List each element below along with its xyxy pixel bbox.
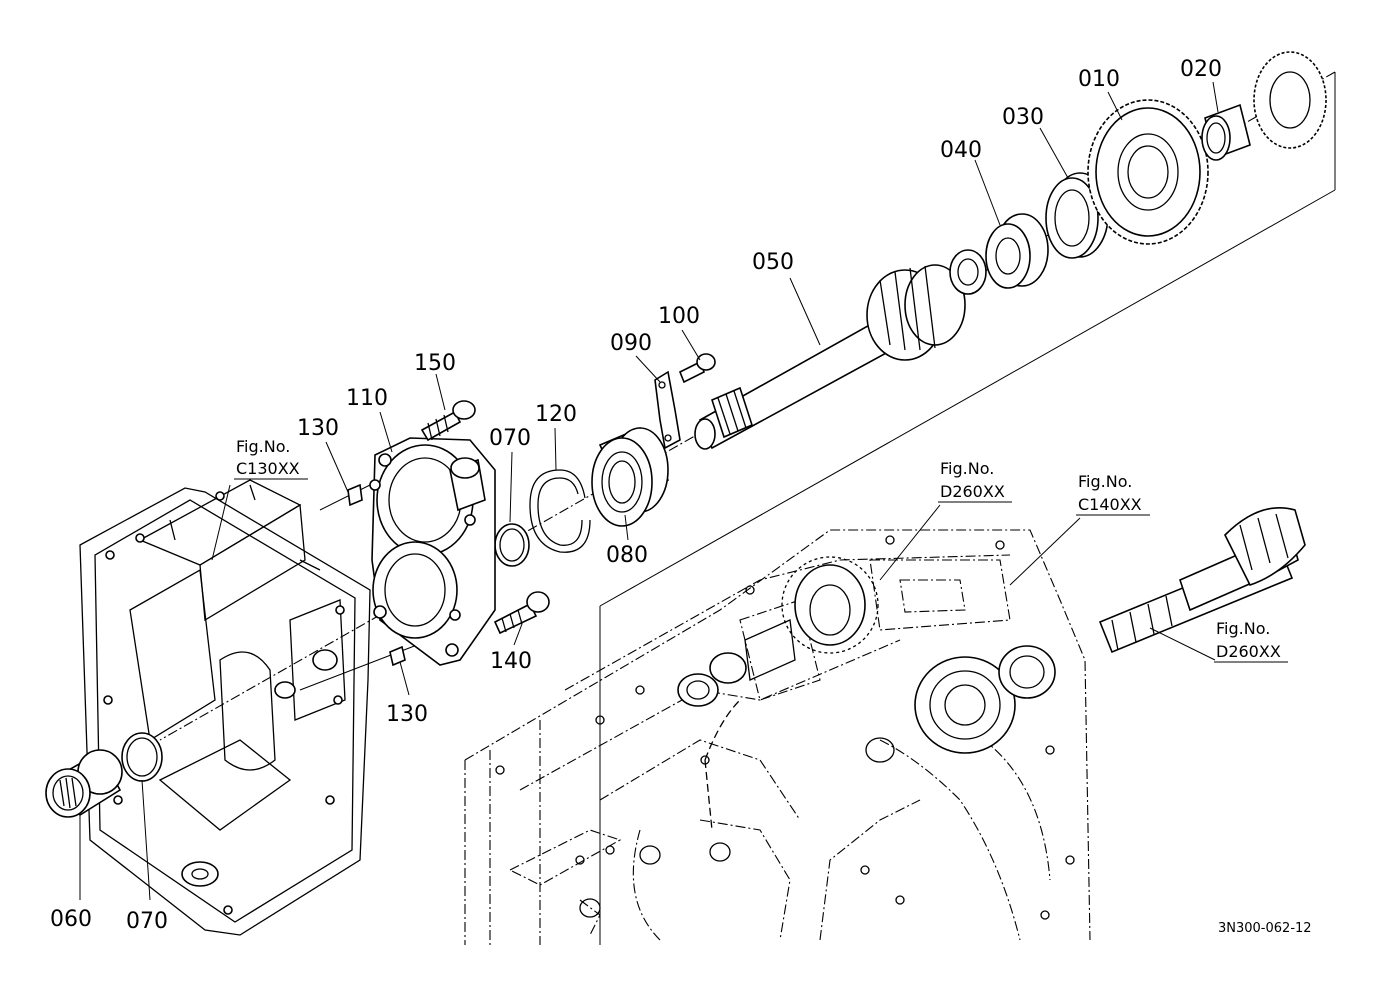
part-washer-small — [949, 249, 987, 295]
output-shaft-right — [1098, 507, 1306, 654]
label-130-upper: 130 — [297, 416, 339, 441]
part-070-snap-ring-upper — [494, 523, 530, 567]
svg-text:Fig.No.: Fig.No. — [1216, 619, 1270, 638]
part-130-dowel-pin-lower — [389, 645, 406, 667]
svg-text:Fig.No.: Fig.No. — [940, 459, 994, 478]
label-140: 140 — [490, 649, 532, 674]
part-060-needle-bearing — [45, 749, 123, 818]
label-050: 050 — [752, 250, 794, 275]
drawing-code: 3N300-062-12 — [1218, 921, 1312, 936]
label-090: 090 — [610, 331, 652, 356]
label-110: 110 — [346, 386, 388, 411]
label-010: 010 — [1078, 67, 1120, 92]
label-080: 080 — [606, 543, 648, 568]
part-labels: 010 020 030 040 050 100 090 150 110 120 … — [50, 57, 1222, 934]
leader-lines — [79, 81, 1219, 901]
svg-text:Fig.No.: Fig.No. — [1078, 472, 1132, 491]
svg-text:Fig.No.: Fig.No. — [236, 437, 290, 456]
part-080-ball-bearing — [591, 426, 670, 527]
part-010-gear — [1087, 99, 1209, 245]
label-100: 100 — [658, 304, 700, 329]
label-060: 060 — [50, 907, 92, 932]
part-100-bolt — [678, 353, 716, 384]
transmission-housing-left — [79, 479, 371, 936]
part-140-bolt — [493, 591, 550, 635]
part-040-collar — [985, 213, 1049, 289]
part-130-dowel-pin-upper — [347, 483, 363, 507]
part-bevel-gear-right — [1253, 51, 1327, 149]
part-110-bearing-holder — [369, 437, 496, 666]
svg-text:C140XX: C140XX — [1078, 495, 1142, 514]
figure-reference-d260-upper: Fig.No. D260XX — [938, 459, 1012, 503]
svg-text:D260XX: D260XX — [940, 482, 1005, 501]
label-030: 030 — [1002, 105, 1044, 130]
svg-text:C130XX: C130XX — [236, 459, 300, 478]
figure-reference-d260-right: Fig.No. D260XX — [1214, 619, 1288, 663]
label-070-lower: 070 — [126, 909, 168, 934]
svg-text:D260XX: D260XX — [1216, 642, 1281, 661]
part-070-snap-ring-lower — [121, 732, 163, 782]
label-020: 020 — [1180, 57, 1222, 82]
label-120: 120 — [535, 402, 577, 427]
label-070-upper: 070 — [489, 426, 531, 451]
label-040: 040 — [940, 138, 982, 163]
figure-reference-c130: Fig.No. C130XX — [234, 437, 308, 480]
figure-reference-c140: Fig.No. C140XX — [1076, 472, 1150, 516]
label-150: 150 — [414, 351, 456, 376]
part-020-bushing — [1201, 103, 1251, 161]
label-130-lower: 130 — [386, 702, 428, 727]
part-050-shaft — [694, 264, 966, 450]
part-150-bolt — [420, 400, 476, 442]
part-120-snap-ring — [529, 469, 591, 553]
main-transmission-case — [464, 529, 1091, 945]
part-090-stopper-plate — [654, 370, 681, 450]
